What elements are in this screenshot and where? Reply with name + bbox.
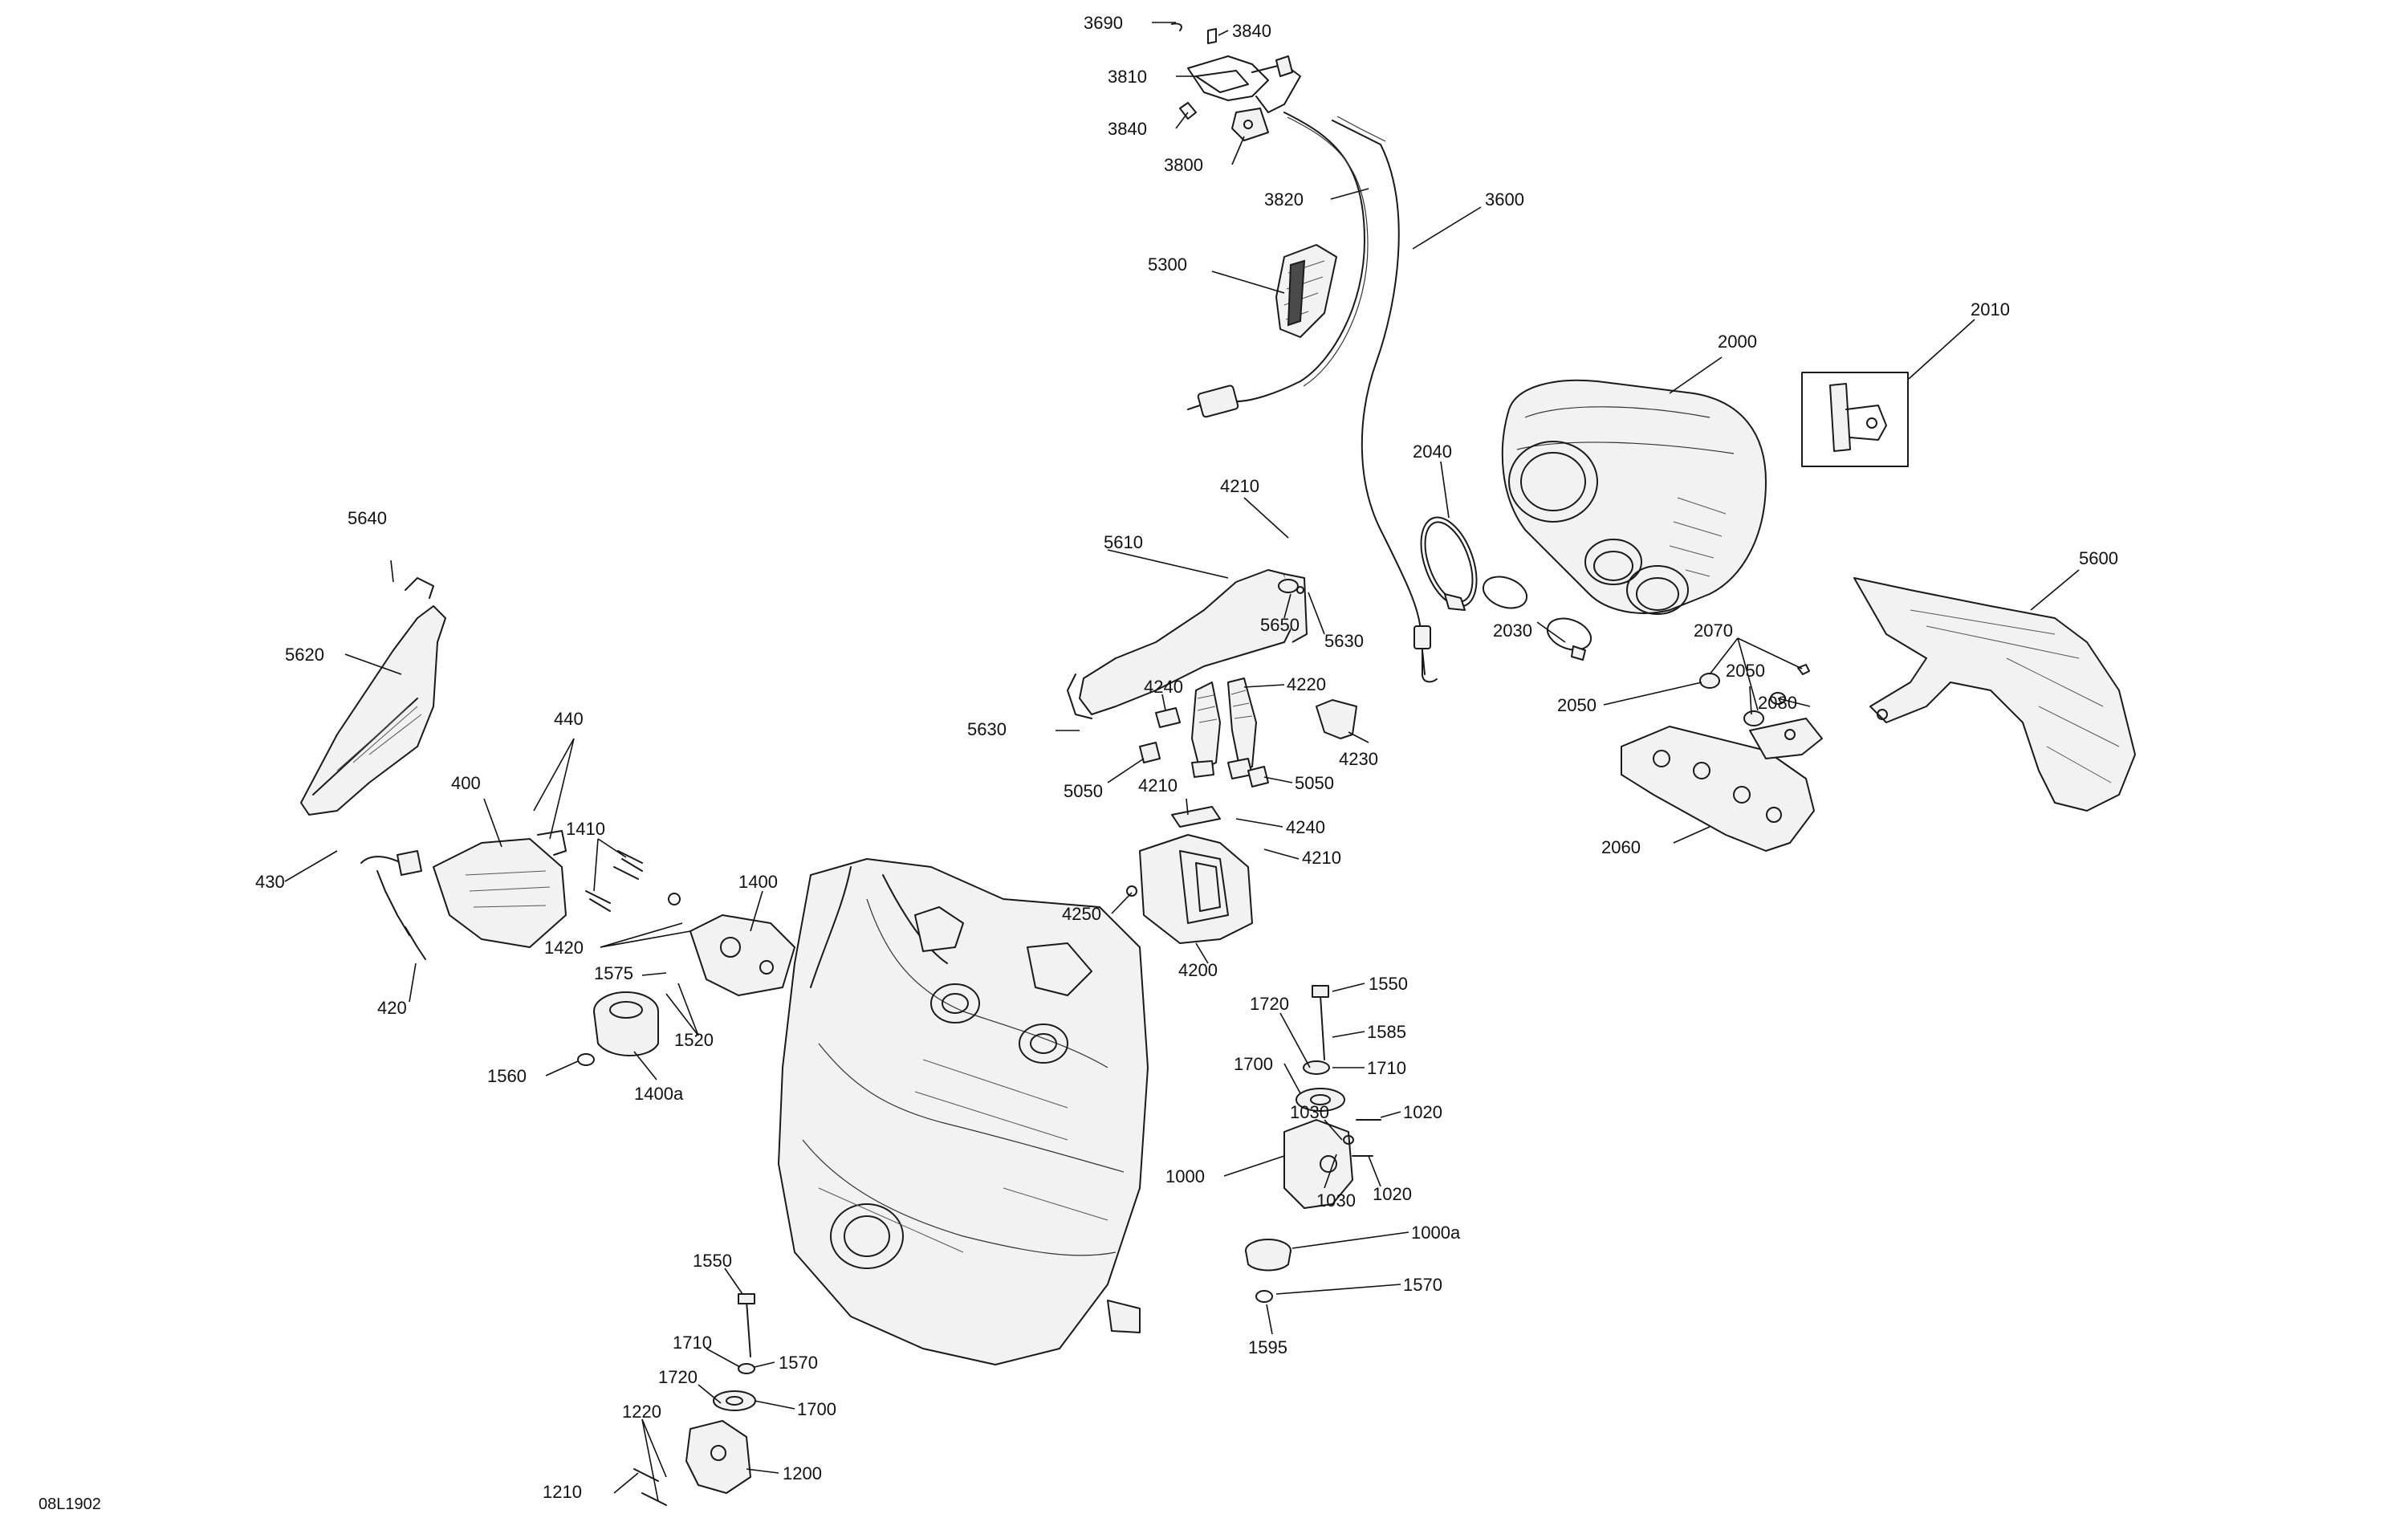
callout-label: 3690 (1084, 13, 1123, 33)
callout-label: 1710 (1367, 1058, 1406, 1078)
callout-label: 440 (554, 709, 584, 729)
callout-label: 1020 (1373, 1184, 1412, 1204)
mount-plate-2060 (1621, 664, 1823, 852)
clips-4240-5050 (1139, 707, 1269, 787)
callout-label: 1410 (566, 819, 605, 839)
callout-label: 1570 (1403, 1275, 1442, 1295)
callout-label: 1570 (779, 1353, 818, 1373)
callout-label: 3810 (1108, 67, 1147, 87)
callout-label: 5610 (1104, 532, 1143, 552)
callout-label: 4250 (1062, 904, 1101, 924)
callout-label: 3840 (1108, 119, 1147, 139)
cover-5610 (1067, 569, 1308, 719)
callout-label: 1560 (487, 1066, 527, 1086)
callout-label: 5050 (1064, 781, 1103, 801)
callout-label: 1000 (1165, 1166, 1205, 1186)
callout-label: 400 (451, 773, 481, 793)
callout-label: 1210 (543, 1482, 582, 1502)
callout-label: 2070 (1694, 621, 1733, 641)
clip-2010-box (1801, 372, 1909, 467)
callout-label: 2050 (1557, 695, 1597, 715)
mount-1200-assembly (633, 1293, 756, 1506)
engine-mount-1400 (689, 914, 795, 996)
callout-label: 420 (377, 998, 407, 1018)
sensor-420 (360, 850, 426, 960)
rubber-mount-1400a (577, 991, 659, 1066)
callout-label: 1575 (594, 963, 633, 983)
cable-3600 (1332, 116, 1438, 683)
callout-labels: 3690 3840 3810 3840 3800 3820 3600 5300 … (39, 13, 2118, 1513)
airbox-2000 (1501, 379, 1767, 615)
callout-label: 430 (255, 872, 285, 892)
callout-label: 1520 (674, 1030, 714, 1050)
callout-label: 1550 (693, 1251, 732, 1271)
callout-label: 4210 (1138, 775, 1178, 796)
callout-label: 1200 (783, 1463, 822, 1483)
callout-label: 1400a (634, 1084, 684, 1104)
callout-label: 1420 (544, 938, 584, 958)
callout-label: 5620 (285, 645, 324, 665)
callout-label: 2060 (1601, 837, 1641, 857)
leader-lines (284, 22, 2080, 1502)
mount-1000-assembly (1245, 985, 1381, 1303)
heat-shield-5600 (1853, 577, 2136, 812)
callout-label: 1030 (1316, 1190, 1356, 1211)
callout-label: 5050 (1295, 773, 1334, 793)
callout-label: 4230 (1339, 749, 1378, 769)
callout-label: 5300 (1148, 254, 1187, 275)
callout-label: 1020 (1403, 1102, 1442, 1122)
callout-label: 1220 (622, 1402, 661, 1422)
callout-label: 5650 (1260, 615, 1300, 635)
callout-label: 5630 (1324, 631, 1364, 651)
callout-label: 1720 (658, 1367, 698, 1387)
callout-label: 1700 (797, 1399, 836, 1419)
callout-label: 5640 (348, 508, 387, 528)
callout-label: 1030 (1290, 1102, 1329, 1122)
callout-label: 1720 (1250, 994, 1289, 1014)
callout-label: 2050 (1726, 661, 1765, 681)
bolts-1410 (585, 850, 681, 912)
callout-label: 2040 (1413, 442, 1452, 462)
callout-label: 1700 (1234, 1054, 1273, 1074)
pedal-bracket-assembly (1171, 22, 1301, 141)
callout-label: 1550 (1369, 974, 1408, 994)
callout-label: 3820 (1264, 189, 1304, 210)
callout-label: 4220 (1287, 674, 1326, 694)
engine (778, 858, 1149, 1365)
callout-label: 3800 (1164, 155, 1203, 175)
clamps (1420, 516, 1592, 661)
callout-label: 5630 (967, 719, 1007, 739)
callout-label: 1585 (1367, 1022, 1406, 1042)
ecu-400 (433, 830, 567, 948)
callout-label: 1000a (1411, 1223, 1461, 1243)
pedal-4220 (1191, 678, 1257, 779)
bracket-5300 (1275, 244, 1337, 338)
callout-label: 4240 (1286, 817, 1325, 837)
diagram-code: 08L1902 (39, 1495, 101, 1513)
callout-label: 2030 (1493, 621, 1532, 641)
callout-label: 1710 (673, 1333, 712, 1353)
callout-label: 4240 (1144, 677, 1183, 697)
callout-label: 3840 (1232, 21, 1271, 41)
callout-label: 1400 (738, 872, 778, 892)
callout-label: 2010 (1971, 299, 2010, 319)
callout-label: 4200 (1178, 960, 1218, 980)
cable-3820 (1187, 112, 1369, 418)
callout-label: 5600 (2079, 548, 2118, 568)
plate-5620 (300, 577, 446, 816)
callout-label: 3600 (1485, 189, 1524, 210)
callout-label: 2080 (1758, 693, 1797, 713)
module-4200 (1126, 806, 1253, 944)
callout-label: 2000 (1718, 332, 1757, 352)
callout-label: 4210 (1220, 476, 1259, 496)
callout-label: 1595 (1248, 1337, 1287, 1357)
callout-label: 4210 (1302, 848, 1341, 868)
